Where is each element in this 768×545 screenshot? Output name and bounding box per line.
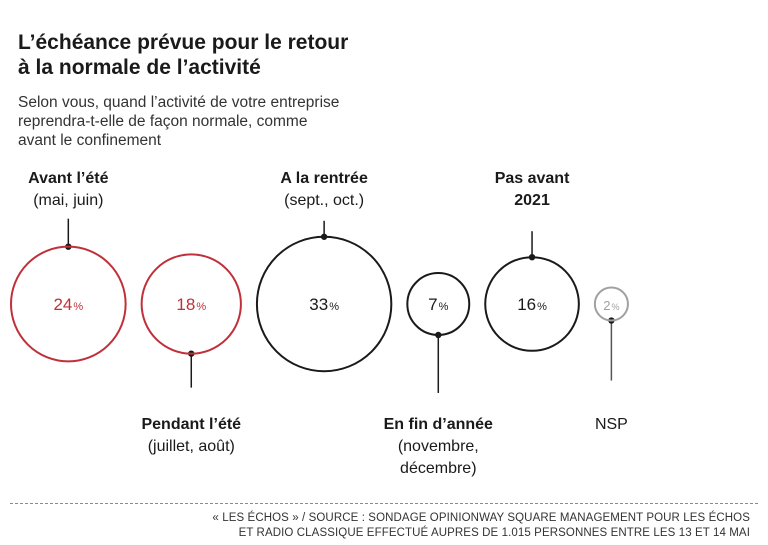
bubble-mark (406, 272, 471, 336)
chart-title: L’échéance prévue pour le retour à la no… (18, 30, 538, 80)
bubble-chart: 24% Avant l’été(mai, juin) 18% Pendant l’ét… (10, 170, 629, 477)
source-line-2: ET RADIO CLASSIQUE EFFECTUÉ AUPRES DE 1.… (238, 527, 750, 539)
subtitle-line-3: avant le confinement (18, 132, 162, 149)
category-label: En fin d’année(novembre,décembre) (384, 416, 493, 477)
value-label: 18% (176, 295, 206, 314)
source-note: « LES ÉCHOS » / SOURCE : SONDAGE OPINION… (50, 511, 750, 541)
value-label: 24% (53, 295, 83, 314)
category-label: A la rentrée(sept., oct.) (280, 170, 368, 209)
category-label: NSP (595, 416, 628, 433)
title-line-2: à la normale de l’activité (18, 56, 261, 79)
bubble-group-5: 2% NSP (593, 286, 629, 433)
source-line-1: « LES ÉCHOS » / SOURCE : SONDAGE OPINION… (212, 512, 750, 524)
bubble-group-1: 18% Pendant l’été(juillet, août) (140, 253, 242, 455)
value-label: 2% (603, 298, 619, 313)
value-label: 7% (428, 295, 448, 314)
bubble-mark (10, 245, 127, 363)
bubble-mark (593, 286, 629, 322)
footer-divider (10, 503, 758, 504)
value-label: 16% (517, 295, 547, 314)
bubble-mark (140, 253, 242, 355)
chart-subtitle: Selon vous, quand l’activité de votre en… (18, 93, 488, 150)
category-label: Pendant l’été(juillet, août) (141, 416, 241, 455)
bubble-mark (484, 256, 580, 352)
value-label: 33% (309, 295, 339, 314)
bubble-mark (255, 235, 393, 373)
bubble-group-0: 24% Avant l’été(mai, juin) (10, 170, 127, 363)
subtitle-line-2: reprendra-t-elle de façon normale, comme (18, 113, 308, 130)
title-line-1: L’échéance prévue pour le retour (18, 31, 349, 54)
bubble-group-2: 33% A la rentrée(sept., oct.) (255, 170, 393, 373)
subtitle-line-1: Selon vous, quand l’activité de votre en… (18, 94, 340, 111)
category-label: Avant l’été(mai, juin) (28, 170, 108, 209)
bubble-group-3: 7% En fin d’année(novembre,décembre) (384, 272, 493, 477)
